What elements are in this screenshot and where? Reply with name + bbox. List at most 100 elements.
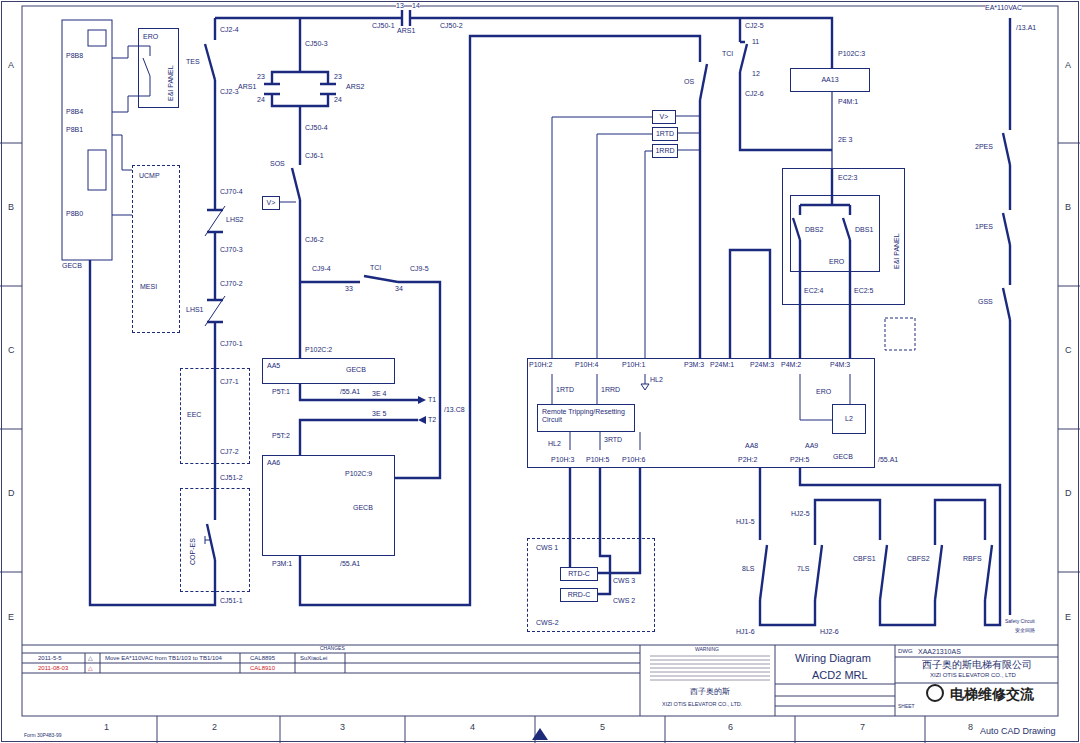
row-divider [0,143,1080,572]
terminal-label: CJ70-3 [220,246,243,254]
terminal-label: MESI [140,283,157,291]
terminal-label: GSS [978,298,993,306]
terminal-label: P4M:3 [830,361,850,369]
relay-coil: L2 [832,404,866,434]
lamp-symbol [641,384,649,390]
terminal-label: CJ6-1 [305,152,324,160]
grid-reference: E [1065,612,1071,622]
terminal-label: SOS [270,160,285,168]
terminal-label: 12 [752,70,760,78]
grid-reference: C [1065,345,1072,355]
terminal-label: HJ2-6 [820,628,839,636]
grid-reference: A [8,60,14,70]
box-label: E&I PANEL [167,65,175,101]
signal-arrow [418,396,426,424]
grid-reference: B [8,202,14,212]
watermark-logo [927,685,943,701]
gecb-connector: AA5GECB [262,358,395,384]
terminal-label: 13 [396,2,404,10]
terminal-label: P8B4 [66,108,83,116]
terminal-label: CJ9-4 [312,265,331,273]
voltage-relay: V> [262,196,280,210]
wire [264,18,336,165]
terminal-label: LHS1 [186,306,204,314]
wire [760,468,1000,625]
terminal-label: CJ50-4 [305,124,328,132]
terminal-label: HJ2-5 [791,510,810,518]
gecb-board: GECB Remote Tripping/Resetting Circuit L2 [527,358,875,468]
terminal-label: /55.A1 [878,456,898,464]
terminal-label: CBFS1 [853,555,876,563]
terminal-label: 3RTD [604,436,622,444]
title-block-text: SHEET [898,704,915,710]
gecb-terminal-panel [62,20,112,260]
box-label: UCMP [139,172,160,180]
grid-reference: 2 [212,722,217,732]
terminal-label: CJ9-5 [410,265,429,273]
thin-wiring [62,20,915,544]
terminal-label: Safety Circuit [1005,619,1035,625]
switch-blade [740,42,747,72]
terminal-label: P24M:3 [750,361,774,369]
terminal-label: HJ1-5 [736,518,755,526]
terminal-label: AA8 [745,442,758,450]
title-block-text: 西子奥的斯 [690,687,730,696]
contact-bar [207,210,223,322]
grid-reference: 8 [968,722,973,732]
safety-chain-wiring [90,10,1010,625]
terminal-label: 14 [412,2,420,10]
terminal-label: P24M:1 [710,361,734,369]
terminal-label: CWS 1 [536,544,558,552]
grid-reference: 7 [860,722,865,732]
switch-blade [793,218,850,240]
terminal-label: HL2 [548,440,561,448]
terminal-label: P4M:2 [781,361,801,369]
switch-blade [1003,133,1010,320]
wire-connector [849,305,851,358]
title-block-text: Form 30P483-99 [24,733,62,739]
box-label: GECB [353,504,373,512]
terminal-label: 1PES [975,223,993,231]
grid-reference: D [1065,488,1072,498]
terminal-label: CJ50-2 [440,22,463,30]
wire [300,36,700,605]
terminal-label: CWS 3 [613,577,635,585]
terminal-label: 3E 5 [372,410,386,418]
box-label: ERO [829,258,844,266]
terminal-block [88,30,106,46]
title-block-text: CHANGES [320,646,345,652]
switch-blade [205,44,215,560]
eec-group: EEC [180,368,250,464]
terminal-label: P5T:1 [272,388,290,396]
terminal-label: CJ6-2 [305,236,324,244]
terminal-label: P8B8 [66,52,83,60]
box-label: GECB [833,453,853,461]
jumper-wire [730,250,770,358]
terminal-label: CJ70-4 [220,188,243,196]
box-label: RTD-C [568,570,590,578]
terminal-label: ARS2 [346,83,364,91]
terminal-label: 1RTD [556,386,574,394]
title-block-text: △ [88,655,93,662]
box-label: AA13 [821,76,838,84]
terminal-label: 23 [257,73,265,81]
wire [90,260,215,605]
terminal-label: EA*110VAC [985,4,1022,12]
wire-connector [645,151,652,358]
terminal-label: CJ50-1 [372,22,395,30]
terminal-label: P10H:5 [586,456,609,464]
watermark: 电梯维修交流 [950,686,1034,702]
gecb-connector: AA6GECB [262,455,395,556]
terminal-label: CJ2-6 [745,90,764,98]
wire [300,200,440,478]
terminal-label: P4M:1 [838,98,858,106]
wire-connector [599,468,601,538]
terminal-label: /13.A1 [1016,24,1036,32]
title-block-text: Wiring Diagram [795,652,871,665]
box-label: Remote Tripping/Resetting Circuit [542,408,632,424]
grid-reference: D [8,488,15,498]
title-block-text: ACD2 MRL [812,669,868,682]
box-label: 1RRD [655,147,674,155]
grid-reference: 6 [728,722,733,732]
switch-blade [292,168,300,200]
